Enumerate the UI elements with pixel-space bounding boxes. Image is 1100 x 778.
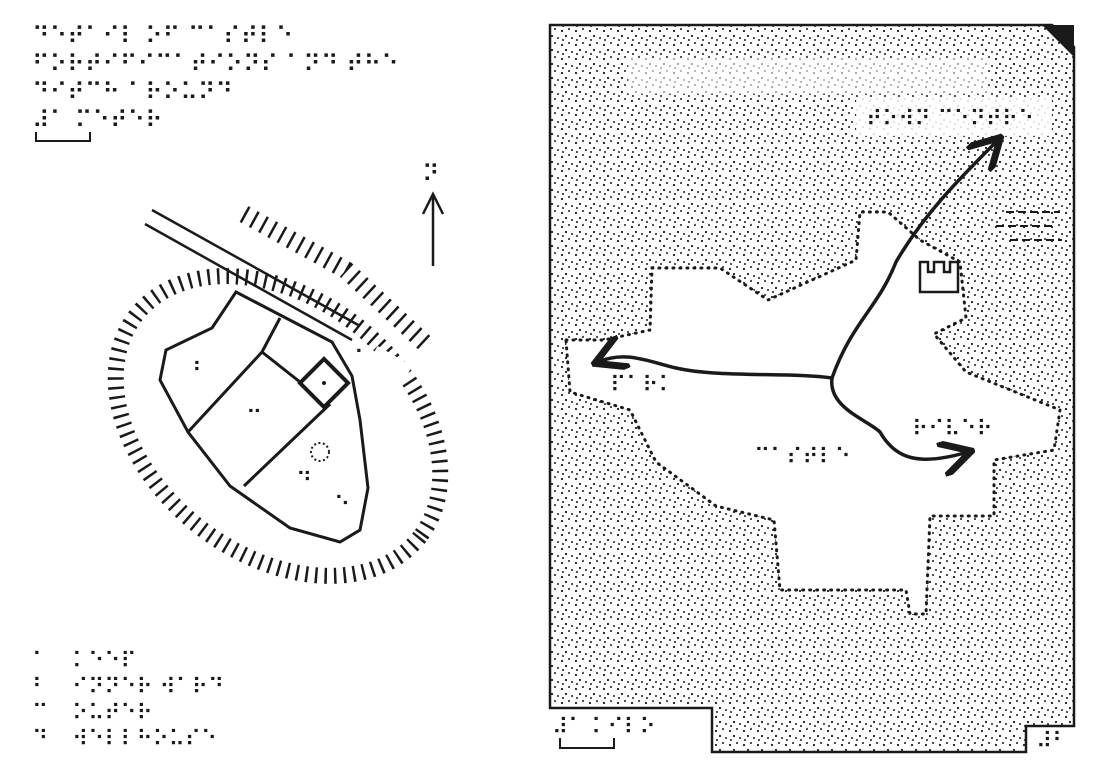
map-scale-label: ⠼⠁ ⠅⠊⠇⠕: [552, 715, 656, 740]
top-label-patch: [856, 98, 1052, 136]
legend-text-3: ⠕⠥⠞⠑⠗: [72, 701, 153, 726]
legend-text-4: ⠺⠑⠇⠇⠓⠕⠥⠎⠑: [72, 727, 217, 752]
plan-label-d: ⠙: [296, 469, 312, 494]
keep-center-dot: [322, 381, 326, 385]
river-label: ⠗⠊⠧⠑⠗: [912, 417, 993, 442]
internal-walls: [186, 317, 332, 488]
well-icon: [310, 442, 330, 462]
page-number-label: ⠼⠃: [1036, 729, 1068, 754]
plan-label-e: ⠑: [334, 493, 350, 518]
title-braille-block: ⠙⠑⠞⠁⠊⠇ ⠕⠋ ⠉⠁⠎⠞⠇⠑ ⠋⠕⠗⠞⠊⠋⠊⠉⠁⠞⠊⠕⠝⠎ ⠁⠝⠙ ⠞⠓⠑ …: [32, 22, 399, 134]
left-panel: ⠙⠑⠞⠁⠊⠇ ⠕⠋ ⠉⠁⠎⠞⠇⠑ ⠋⠕⠗⠞⠊⠋⠊⠉⠁⠞⠊⠕⠝⠎ ⠁⠝⠙ ⠞⠓⠑ …: [32, 22, 449, 752]
legend-key-1: ⠁: [32, 649, 48, 674]
upper-bank-hachures: [239, 206, 437, 355]
legend-key-3: ⠉: [32, 701, 48, 726]
route-paths: [598, 140, 998, 459]
route-to-town: [830, 140, 998, 380]
legend-key-4: ⠙: [32, 727, 48, 752]
town-centre-label: ⠞⠕⠺⠝ ⠉⠑⠝⠞⠗⠑: [866, 107, 1034, 132]
title-line-1: ⠙⠑⠞⠁⠊⠇ ⠕⠋ ⠉⠁⠎⠞⠇⠑: [32, 22, 293, 50]
plan-label-c: ⠉: [246, 407, 262, 432]
rampart-hachure-ring: [107, 268, 449, 584]
legend-text-2: ⠊⠝⠝⠑⠗ ⠺⠁⠗⠙: [72, 675, 224, 700]
plan-label-b: ⠃: [192, 359, 208, 384]
entrance-gap: [347, 346, 413, 418]
park-label: ⠏⠁⠗⠅: [610, 373, 674, 398]
north-arrow-icon: [421, 191, 445, 266]
legend-text-1: ⠅⠑⠑⠏: [72, 649, 136, 674]
title-line-3: ⠙⠊⠞⠉⠓ ⠁⠗⠕⠥⠝⠙: [32, 78, 233, 106]
legend-key-2: ⠃: [32, 675, 48, 700]
right-panel: ⠞⠕⠺⠝ ⠉⠑⠝⠞⠗⠑ ⠏⠁⠗⠅ ⠉⠁⠎⠞⠇⠑ ⠗⠊⠧⠑⠗ ⠼⠁ ⠅⠊⠇⠕ ⠼⠃: [548, 23, 1076, 754]
plan-labels: ⠁ ⠃ ⠉ ⠙ ⠑: [192, 347, 370, 518]
legend: ⠁ ⠅⠑⠑⠏ ⠃ ⠊⠝⠝⠑⠗ ⠺⠁⠗⠙ ⠉ ⠕⠥⠞⠑⠗ ⠙ ⠺⠑⠇⠇⠓⠕⠥⠎⠑: [32, 649, 224, 752]
north-label: ⠝: [422, 160, 440, 188]
route-to-park: [598, 357, 834, 380]
castle-label: ⠉⠁⠎⠞⠇⠑: [754, 445, 851, 470]
route-to-river: [830, 376, 968, 459]
castle-grounds-area: [564, 210, 1062, 616]
map-labels: ⠞⠕⠺⠝ ⠉⠑⠝⠞⠗⠑ ⠏⠁⠗⠅ ⠉⠁⠎⠞⠇⠑ ⠗⠊⠧⠑⠗: [610, 107, 1034, 470]
orientation-corner-marker: [1042, 25, 1074, 57]
map-scale-bar: [559, 738, 615, 749]
water-icon: [996, 211, 1062, 241]
title-line-2: ⠋⠕⠗⠞⠊⠋⠊⠉⠁⠞⠊⠕⠝⠎ ⠁⠝⠙ ⠞⠓⠑: [32, 50, 399, 78]
fade-patch: [628, 58, 988, 94]
inner-enclosure: [158, 290, 370, 544]
scale-bar: [35, 132, 91, 142]
scale-braille-label: ⠼⠁ ⠍⠑⠞⠑⠗: [32, 106, 163, 134]
plan-label-a: ⠁: [354, 347, 370, 372]
castle-icon: [918, 260, 960, 294]
